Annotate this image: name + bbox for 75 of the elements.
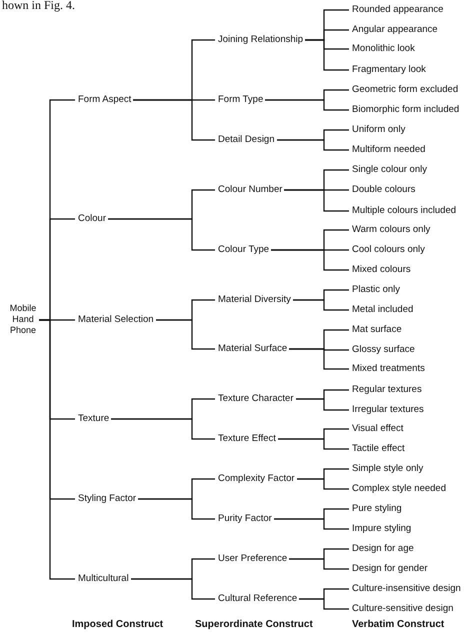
tree-label: Pure styling bbox=[352, 502, 402, 516]
tree-label: Material Selection bbox=[78, 313, 154, 327]
tree-label: Colour bbox=[78, 212, 106, 226]
tree-label: Monolithic look bbox=[352, 42, 415, 56]
tree-label: Design for gender bbox=[352, 562, 428, 576]
tree-label: Colour Type bbox=[218, 243, 270, 257]
tree-label: Culture-insensitive design bbox=[352, 582, 461, 596]
tree-connector bbox=[289, 348, 349, 370]
tree-label: Texture Character bbox=[218, 392, 294, 406]
figure-reference-text: hown in Fig. 4. bbox=[2, 0, 76, 13]
tree-label: Biomorphic form included bbox=[352, 103, 460, 117]
tree-label: Fragmentary look bbox=[352, 63, 426, 77]
tree-connector bbox=[296, 398, 349, 411]
tree-label: Material Diversity bbox=[218, 293, 291, 307]
tree-label: Visual effect bbox=[352, 422, 404, 436]
tree-label: Rounded appearance bbox=[352, 3, 444, 17]
tree-label: Metal included bbox=[352, 303, 414, 317]
tree-connector bbox=[133, 99, 215, 141]
tree-connector bbox=[108, 218, 215, 251]
tree-label: Geometric form excluded bbox=[352, 83, 458, 97]
tree-label: Single colour only bbox=[352, 163, 427, 177]
tree-label: Simple style only bbox=[352, 462, 424, 476]
tree-label: Complex style needed bbox=[352, 482, 446, 496]
tree-label: Texture bbox=[78, 412, 110, 426]
tree-label: Mat surface bbox=[352, 323, 402, 337]
tree-label: Texture Effect bbox=[218, 432, 276, 446]
tree-label: Form Aspect bbox=[78, 93, 132, 107]
tree-label: Design for age bbox=[352, 542, 414, 556]
tree-label: Angular appearance bbox=[352, 23, 438, 37]
tree-label: Glossy surface bbox=[352, 343, 415, 357]
tree-connector bbox=[156, 319, 215, 350]
tree-connector bbox=[39, 319, 75, 580]
tree-label: Irregular textures bbox=[352, 403, 424, 417]
tree-label: Mixed colours bbox=[352, 263, 411, 277]
tree-connector bbox=[305, 39, 349, 71]
tree-connector bbox=[299, 598, 349, 610]
tree-label: User Preference bbox=[218, 552, 288, 566]
tree-label: Double colours bbox=[352, 183, 416, 197]
tree-label: Regular textures bbox=[352, 383, 422, 397]
tree-label: Cultural Reference bbox=[218, 592, 298, 606]
tree-label: Culture-sensitive design bbox=[352, 602, 454, 616]
tree-connector bbox=[265, 99, 349, 111]
tree-label: Colour Number bbox=[218, 183, 282, 197]
tree-connector bbox=[289, 558, 349, 570]
tree-label: Tactile effect bbox=[352, 442, 405, 456]
tree-label: Material Surface bbox=[218, 342, 288, 356]
tree-label: Joining Relationship bbox=[218, 33, 304, 47]
tree-label: Plastic only bbox=[352, 283, 400, 297]
tree-connector bbox=[131, 578, 215, 600]
tree-label: Multiform needed bbox=[352, 143, 426, 157]
tree-connector bbox=[271, 249, 349, 271]
root-label: Mobile Hand Phone bbox=[5, 303, 41, 337]
tree-connector bbox=[293, 299, 349, 311]
tree-label: Impure styling bbox=[352, 522, 412, 536]
tree-connector bbox=[111, 418, 215, 440]
tree-label: Warm colours only bbox=[352, 223, 430, 237]
tree-label: Detail Design bbox=[218, 133, 274, 147]
tree-label: Multicultural bbox=[78, 572, 129, 586]
tree-label: Mixed treatments bbox=[352, 362, 425, 376]
tree-connector bbox=[277, 139, 349, 151]
tree-label: Styling Factor bbox=[78, 492, 136, 506]
tree-label: Form Type bbox=[218, 93, 264, 107]
tree-label: Multiple colours included bbox=[352, 204, 456, 218]
tree-label: Uniform only bbox=[352, 123, 406, 137]
tree-label: Purity Factor bbox=[218, 512, 272, 526]
tree-connector bbox=[138, 498, 215, 520]
tree-connector bbox=[274, 518, 349, 530]
column-heading: Imposed Construct bbox=[72, 619, 164, 630]
tree-connector bbox=[297, 478, 349, 490]
tree-label: Cool colours only bbox=[352, 243, 425, 257]
column-heading: Verbatim Construct bbox=[352, 619, 444, 630]
tree-connector bbox=[278, 438, 349, 450]
tree-label: Complexity Factor bbox=[218, 472, 295, 486]
column-heading: Superordinate Construct bbox=[195, 619, 313, 630]
tree-connector bbox=[284, 189, 349, 212]
